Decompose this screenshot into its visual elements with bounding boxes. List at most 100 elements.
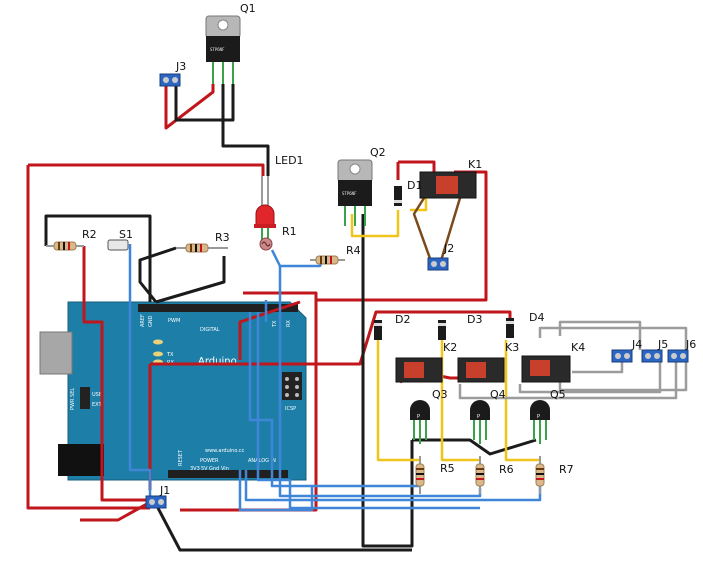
label-j2: J2 <box>443 242 454 255</box>
label-j3: J3 <box>175 60 186 73</box>
photoresistor-r1: R1 <box>259 225 297 251</box>
terminal-j3: J3 <box>159 60 186 87</box>
label-r5: R5 <box>440 462 455 475</box>
board-pwm: PWM <box>168 318 180 324</box>
wire-blue <box>248 312 420 488</box>
usb-connector <box>39 331 73 375</box>
diode-d2: D2 <box>374 313 410 340</box>
terminal-j2: J2 <box>427 242 454 271</box>
relay-k3: K3 <box>457 341 519 383</box>
wire-black <box>412 438 537 456</box>
board-analog: ANALOG IN <box>248 458 276 464</box>
board-usb: USB <box>92 392 103 398</box>
label-r3: R3 <box>215 231 230 244</box>
terminal-j4: J4 <box>611 338 642 363</box>
label-q1: Q1 <box>240 2 256 15</box>
label-r6: R6 <box>499 463 514 476</box>
wire-yellow <box>376 340 420 462</box>
power-jack <box>58 444 104 476</box>
board-vin: Vin <box>221 466 229 472</box>
board-5v: 5V <box>201 466 208 472</box>
board-tx-led: TX <box>166 352 174 358</box>
board-tx: TX <box>272 320 278 328</box>
diode-d3: D3 <box>438 313 482 340</box>
label-r4: R4 <box>346 244 361 257</box>
resistor-r2: R2 <box>46 228 97 251</box>
label-k3: K3 <box>505 341 519 354</box>
board-ext: EXT <box>92 402 102 408</box>
label-k2: K2 <box>443 341 457 354</box>
label-j4: J4 <box>631 338 642 351</box>
q1-mark: STP6NF <box>210 47 225 52</box>
board-pwrsel: PWR SEL <box>70 388 76 410</box>
resistor-r4: R4 <box>310 244 361 265</box>
transistor-q3: P Q3 <box>410 388 448 444</box>
wire-brown <box>438 197 462 265</box>
led-1: LED1 <box>254 154 304 228</box>
transistor-q4: P Q4 <box>470 388 506 444</box>
board-rx: RX <box>286 320 292 327</box>
label-q4: Q4 <box>490 388 506 401</box>
wire-gray <box>518 362 662 394</box>
board-gnd: GND <box>148 315 154 327</box>
label-q2: Q2 <box>370 146 386 159</box>
wire-black <box>44 214 152 246</box>
wire-red <box>164 84 215 130</box>
wire-yellow <box>504 340 540 462</box>
resistor-r5: R5 <box>415 456 455 494</box>
resistor-r7: R7 <box>535 456 574 494</box>
wire-yellow <box>350 210 400 238</box>
wire-gray <box>572 360 624 374</box>
label-r2: R2 <box>82 228 97 241</box>
regulator-q1: STP6NF Q1 <box>205 2 256 84</box>
wire-red <box>28 163 265 176</box>
q5-mark: P <box>537 414 540 420</box>
label-r7: R7 <box>559 463 574 476</box>
relay-k2: K2 <box>395 341 457 383</box>
q2-mark: STP6NF <box>342 191 357 196</box>
icsp-header <box>282 372 302 400</box>
board-url: www.arduino.cc <box>205 448 245 454</box>
board-3v3: 3V3 <box>190 466 200 472</box>
wire-black <box>138 246 177 303</box>
switch-s1: S1 <box>107 228 133 251</box>
board-digital: DIGITAL <box>200 327 220 333</box>
wires <box>26 84 688 552</box>
wire-black <box>155 256 226 304</box>
label-k4: K4 <box>571 341 585 354</box>
diode-d1: D1 <box>394 179 422 206</box>
diode-d4: D4 <box>506 311 544 338</box>
label-k1: K1 <box>468 158 482 171</box>
regulator-q2: STP6NF Q2 <box>337 146 386 226</box>
arduino-board: Arduino AREF GND DIGITAL PWM TX RX TX RX… <box>39 301 307 481</box>
board-icsp: ICSP <box>285 406 296 412</box>
wire-black <box>221 84 270 176</box>
wire-gray <box>458 362 678 400</box>
label-s1: S1 <box>119 228 133 241</box>
label-q5: Q5 <box>550 388 566 401</box>
label-j5: J5 <box>657 338 668 351</box>
wire-black <box>174 84 235 122</box>
resistor-r6: R6 <box>475 456 514 494</box>
pwr-sel-jumper <box>80 387 90 409</box>
label-d1: D1 <box>407 179 422 192</box>
board-brand: Arduino <box>198 356 237 367</box>
wire-blue <box>128 244 152 500</box>
terminal-j1: J1 <box>145 484 170 509</box>
label-j1: J1 <box>159 484 170 497</box>
wire-black <box>361 214 414 548</box>
board-reset: RESET <box>178 449 184 466</box>
q4-mark: P <box>477 414 480 420</box>
wire-black <box>156 507 412 552</box>
digital-header <box>138 304 298 312</box>
q3-mark: P <box>417 414 420 420</box>
wire-brown <box>412 197 434 265</box>
terminal-j6: J6 <box>667 338 696 363</box>
board-gnd2: Gnd <box>209 466 219 472</box>
label-d2: D2 <box>395 313 410 326</box>
relay-k4: K4 <box>521 341 585 383</box>
board-aref: AREF <box>140 314 146 327</box>
transistor-q5: P Q5 <box>530 388 566 444</box>
label-j6: J6 <box>685 338 696 351</box>
